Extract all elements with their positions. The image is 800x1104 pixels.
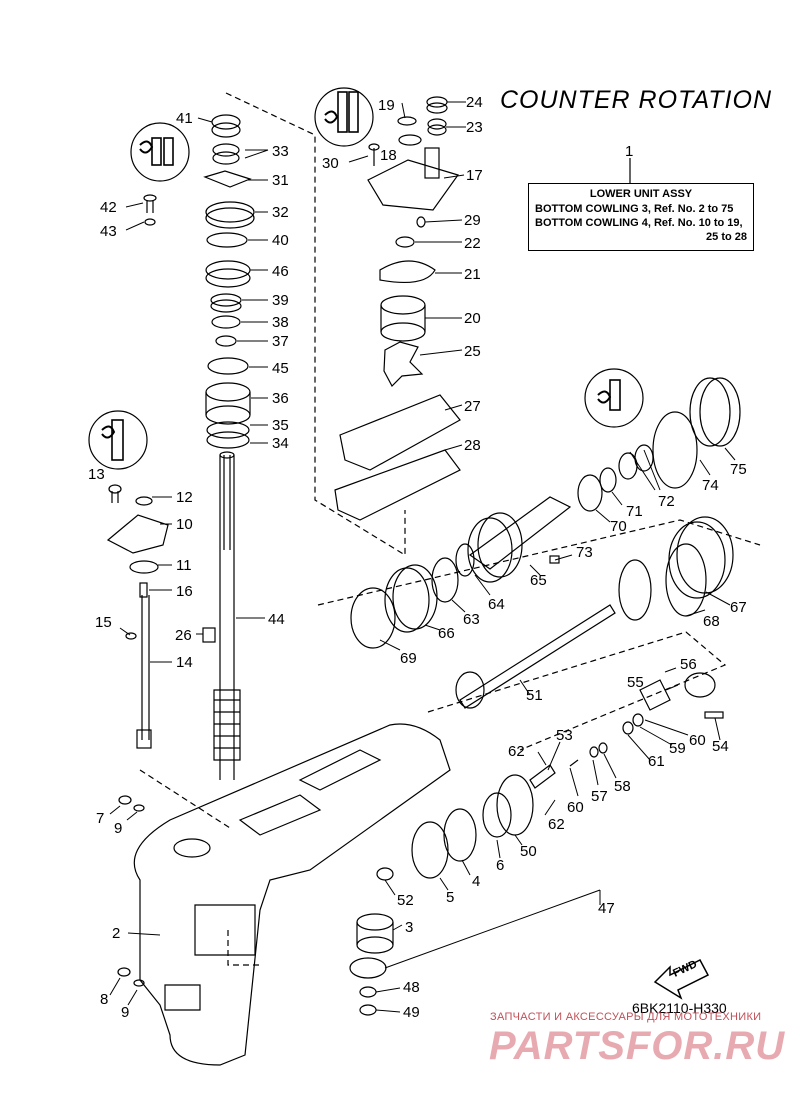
part-label: 51 [526, 687, 543, 704]
part-label: 62 [508, 743, 525, 760]
part-label: 50 [520, 843, 537, 860]
propeller-shaft-group [349, 377, 741, 1016]
part-label: 33 [272, 143, 289, 160]
lower-casing [133, 723, 451, 1066]
part-label: 63 [463, 611, 480, 628]
part-label: 24 [466, 94, 483, 111]
part-label: 47 [598, 900, 615, 917]
part-label: 59 [669, 740, 686, 757]
part-label: 15 [95, 614, 112, 631]
part-label: 23 [466, 119, 483, 136]
fwd-arrow-icon: FWD [653, 958, 710, 1000]
part-label: 40 [272, 232, 289, 249]
part-label: 1 [625, 143, 633, 160]
part-label: 49 [403, 1004, 420, 1021]
assy-header: LOWER UNIT ASSY [589, 188, 693, 200]
part-label: 31 [272, 172, 289, 189]
part-label: 7 [96, 810, 104, 827]
part-label: 14 [176, 654, 193, 671]
part-label: 38 [272, 314, 289, 331]
part-label: 61 [648, 753, 665, 770]
part-label: 5 [446, 889, 454, 906]
part-label: 42 [100, 199, 117, 216]
part-label: 30 [322, 155, 339, 172]
part-label: 70 [610, 518, 627, 535]
part-label: 36 [272, 390, 289, 407]
page-title: COUNTER ROTATION [500, 86, 773, 114]
part-label: 10 [176, 516, 193, 533]
part-label: 72 [658, 493, 675, 510]
part-label: 71 [626, 503, 643, 520]
part-label: 16 [176, 583, 193, 600]
leader-lines [109, 101, 736, 1013]
part-label: 4 [472, 873, 480, 890]
lower-unit-assy-box: LOWER UNIT ASSY BOTTOM COWLING 3, Ref. N… [528, 183, 754, 251]
part-label: 48 [403, 979, 420, 996]
part-label: 56 [680, 656, 697, 673]
part-label: 34 [272, 435, 289, 452]
part-label: 8 [100, 991, 108, 1008]
part-label: 75 [730, 461, 747, 478]
assy-line-1: BOTTOM COWLING 3, Ref. No. 2 to 75 [535, 203, 734, 215]
part-label: 6 [496, 857, 504, 874]
part-label: 22 [464, 235, 481, 252]
diagram-code: 6BK2110-H330 [632, 1000, 727, 1016]
part-label: 35 [272, 417, 289, 434]
watermark-logo: PARTSFOR.RU [489, 1024, 786, 1068]
drive-shaft-stack [143, 114, 255, 780]
part-label: 13 [88, 466, 105, 483]
part-label: 28 [464, 437, 481, 454]
part-label: 9 [114, 820, 122, 837]
part-label: 37 [272, 333, 289, 350]
part-label: 25 [464, 343, 481, 360]
assy-line-2: BOTTOM COWLING 4, Ref. No. 10 to 19, [535, 217, 743, 229]
part-label: 19 [378, 97, 395, 114]
watermark-tagline: ЗАПЧАСТИ И АКСЕССУАРЫ ДЛЯ МОТОТЕХНИКИ [490, 1011, 762, 1023]
callout-bubbles [88, 87, 644, 470]
part-label: 52 [397, 892, 414, 909]
part-label: 44 [268, 611, 285, 628]
part-label: 53 [556, 727, 573, 744]
fwd-label: FWD [671, 958, 699, 979]
part-label: 58 [614, 778, 631, 795]
part-label: 29 [464, 212, 481, 229]
part-label: 68 [703, 613, 720, 630]
part-label: 27 [464, 398, 481, 415]
part-label: 67 [730, 599, 747, 616]
part-label: 60 [567, 799, 584, 816]
part-label: 73 [576, 544, 593, 561]
part-label: 9 [121, 1004, 129, 1021]
part-label: 57 [591, 788, 608, 805]
part-label: 54 [712, 738, 729, 755]
part-label: 17 [466, 167, 483, 184]
part-label: 12 [176, 489, 193, 506]
part-label: 21 [464, 266, 481, 283]
part-label: 3 [405, 919, 413, 936]
part-label: 41 [176, 110, 193, 127]
part-label: 39 [272, 292, 289, 309]
part-label: 74 [702, 477, 719, 494]
part-label: 55 [627, 674, 644, 691]
part-label: 32 [272, 204, 289, 221]
part-label: 2 [112, 925, 120, 942]
part-label: 60 [689, 732, 706, 749]
part-label: 69 [400, 650, 417, 667]
part-label: 64 [488, 596, 505, 613]
part-label: 62 [548, 816, 565, 833]
assy-line-3: 25 to 28 [706, 231, 747, 243]
water-pump-group [334, 96, 461, 521]
part-label: 66 [438, 625, 455, 642]
part-label: 65 [530, 572, 547, 589]
part-label: 26 [175, 627, 192, 644]
seal-housing-group [106, 484, 169, 987]
part-label: 43 [100, 223, 117, 240]
part-label: 11 [176, 557, 192, 574]
part-label: 46 [272, 263, 289, 280]
part-label: 20 [464, 310, 481, 327]
group-outlines [139, 92, 761, 966]
part-label: 18 [380, 147, 397, 164]
part-label: 45 [272, 360, 289, 377]
